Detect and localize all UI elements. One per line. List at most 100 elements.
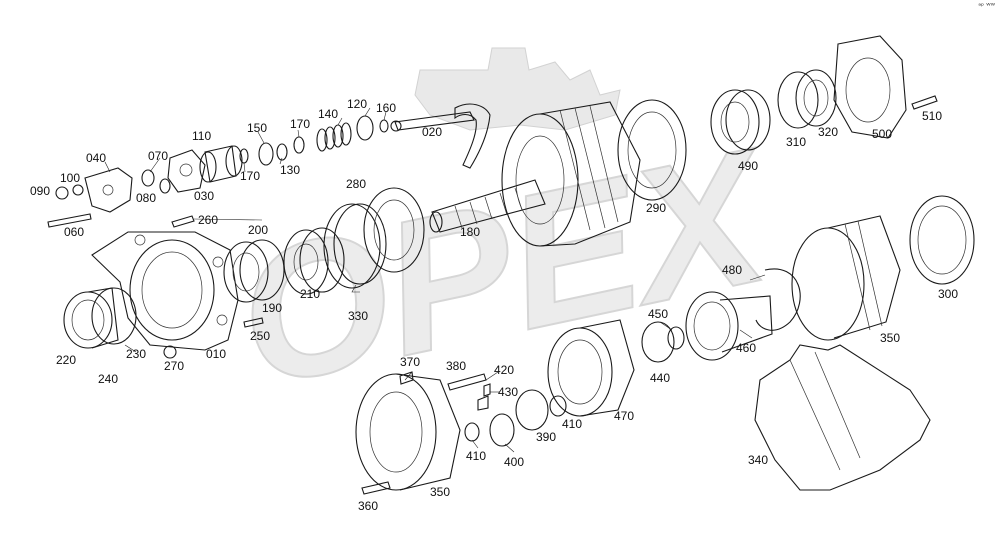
- callout-label-400: 400: [504, 455, 524, 469]
- callout-label-210: 210: [300, 287, 320, 301]
- callout-label-010: 010: [206, 347, 226, 361]
- leader-lines: [104, 107, 766, 453]
- part-160-washer: [379, 119, 389, 133]
- part-210-synchro: [283, 227, 345, 295]
- callout-label-290: 290: [646, 201, 666, 215]
- callout-label-380: 380: [446, 359, 466, 373]
- part-clutch-drum-upper: [501, 101, 641, 247]
- part-170-ring: [293, 136, 305, 154]
- callout-label-170b: 170: [240, 169, 260, 183]
- callout-label-140: 140: [318, 107, 338, 121]
- part-360-bolt: [361, 481, 391, 495]
- part-410-washer-left: [464, 422, 480, 442]
- part-260-pin: [171, 215, 195, 228]
- part-110-piston: [199, 145, 243, 183]
- callout-label-160: 160: [376, 101, 396, 115]
- part-390-gear: [515, 389, 549, 431]
- callout-label-080: 080: [136, 191, 156, 205]
- callout-label-260: 260: [198, 213, 218, 227]
- callout-label-370: 370: [400, 355, 420, 369]
- callout-label-440: 440: [650, 371, 670, 385]
- part-510-bolt: [911, 95, 938, 110]
- part-010-housing: [91, 231, 239, 351]
- watermark-text: OPEX: [221, 108, 792, 427]
- part-410-washer-right: [549, 395, 567, 417]
- callout-label-110: 110: [192, 129, 211, 143]
- callout-label-270: 270: [164, 359, 184, 373]
- part-270-nut: [163, 345, 177, 359]
- callout-label-410b: 410: [466, 449, 486, 463]
- part-350-planet-carrier: [355, 373, 461, 491]
- callout-label-350a: 350: [880, 331, 900, 345]
- callout-label-250: 250: [250, 329, 270, 343]
- part-290-ring: [617, 99, 687, 201]
- callout-labels: 020 120 160 140 170 150 110 130 170 040 070 090 100 0…: [30, 97, 958, 513]
- part-080-ring: [159, 178, 171, 194]
- part-090-nut: [55, 186, 69, 200]
- callout-label-480: 480: [722, 263, 742, 277]
- part-310-320-rings: [777, 69, 837, 129]
- callout-label-180: 180: [460, 225, 480, 239]
- callout-label-150: 150: [247, 121, 267, 135]
- part-150-ring: [258, 142, 274, 166]
- callout-label-460: 460: [736, 341, 756, 355]
- callout-label-510: 510: [922, 109, 942, 123]
- callout-label-360: 360: [358, 499, 378, 513]
- part-120-ring: [356, 115, 374, 141]
- callout-label-390: 390: [536, 430, 556, 444]
- part-100-washer: [72, 184, 84, 196]
- part-400-needle-bearing: [489, 413, 515, 447]
- callout-label-100: 100: [60, 171, 80, 185]
- callout-label-340: 340: [748, 453, 768, 467]
- callout-label-060: 060: [64, 225, 84, 239]
- watermark-gear-icon: [414, 47, 621, 131]
- callout-label-320: 320: [818, 125, 838, 139]
- part-250-pin: [243, 317, 264, 328]
- part-350-drum: [791, 215, 901, 341]
- part-500-cover: [833, 35, 907, 139]
- callout-label-350b: 350: [430, 485, 450, 499]
- callout-label-030: 030: [194, 189, 214, 203]
- callout-label-040: 040: [86, 151, 106, 165]
- part-370-pin: [399, 371, 414, 385]
- part-180-shaft: [429, 179, 546, 233]
- part-070-bushing: [141, 169, 155, 187]
- callout-label-220: 220: [56, 353, 76, 367]
- callout-label-500: 500: [872, 127, 892, 141]
- part-430-pin: [477, 395, 489, 411]
- part-460-gear-shaft: [685, 291, 773, 361]
- callout-label-470: 470: [614, 409, 634, 423]
- callout-label-190: 190: [262, 301, 282, 315]
- part-040-cover: [84, 167, 133, 213]
- part-130-ring: [276, 143, 288, 161]
- part-480-snap-ring: [755, 268, 801, 331]
- part-300-ring: [909, 195, 975, 285]
- callout-label-090: 090: [30, 184, 50, 198]
- callout-label-120: 120: [347, 97, 367, 111]
- callout-label-450: 450: [648, 307, 668, 321]
- part-490-bearing: [710, 89, 771, 155]
- part-440-bearing: [641, 321, 675, 363]
- callout-label-310: 310: [786, 135, 806, 149]
- corner-mark: ᵃᵖ ᵂᵂ: [978, 2, 995, 10]
- callout-label-430: 430: [498, 385, 518, 399]
- callout-label-410a: 410: [562, 417, 582, 431]
- callout-label-240: 240: [98, 372, 118, 386]
- callout-label-170a: 170: [290, 117, 310, 131]
- callout-label-280: 280: [346, 177, 366, 191]
- part-420-pin: [483, 383, 491, 397]
- callout-label-130: 130: [280, 163, 300, 177]
- callout-label-020: 020: [422, 125, 442, 139]
- callout-label-330: 330: [348, 309, 368, 323]
- callout-label-230: 230: [126, 347, 146, 361]
- part-340-guard: [754, 344, 931, 491]
- callout-label-070: 070: [148, 149, 168, 163]
- part-200-bearing: [223, 239, 285, 303]
- part-330-280-rings: [323, 187, 425, 289]
- callout-label-420: 420: [494, 363, 514, 377]
- part-220-240-seal-set: [63, 287, 137, 349]
- part-470-ring-gear: [547, 319, 635, 417]
- part-140-spring: [316, 122, 352, 152]
- part-450-ring: [667, 326, 685, 350]
